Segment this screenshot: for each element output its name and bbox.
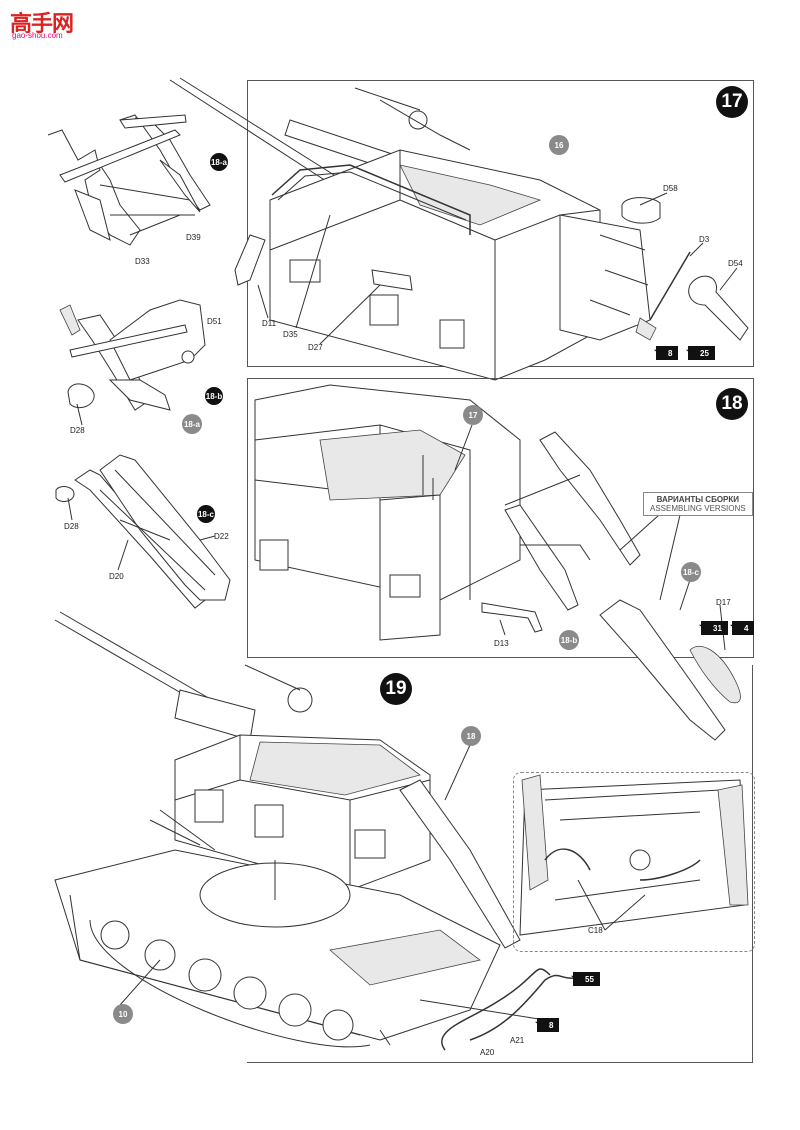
assembling-versions-box: ВАРИАНТЫ СБОРКИ ASSEMBLING VERSIONS bbox=[643, 492, 753, 516]
part-label-a20: A20 bbox=[480, 1048, 495, 1057]
part-label-d22: D22 bbox=[214, 532, 229, 541]
part-label-d54: D54 bbox=[728, 259, 743, 268]
ref-badge-16: 16 bbox=[549, 135, 569, 155]
part-label-d35: D35 bbox=[283, 330, 298, 339]
part-label-d28-top: D28 bbox=[70, 426, 85, 435]
detail-inset bbox=[513, 772, 755, 952]
logo-url: gao-shou.com bbox=[12, 31, 63, 40]
substep-badge-18a: 18-a bbox=[210, 153, 228, 171]
step-19-panel bbox=[247, 665, 753, 1063]
ref-badge-18a: 18-a bbox=[182, 414, 202, 434]
part-label-d58: D58 bbox=[663, 184, 678, 193]
part-label-d3: D3 bbox=[699, 235, 710, 244]
part-label-d39: D39 bbox=[186, 233, 201, 242]
part-label-c18: C18 bbox=[588, 926, 603, 935]
paint-flag-4: 4 bbox=[730, 620, 755, 635]
paint-flag-8-bottom: 8 bbox=[535, 1017, 560, 1032]
step-18-panel bbox=[247, 378, 754, 658]
ref-badge-17: 17 bbox=[463, 405, 483, 425]
ref-badge-10: 10 bbox=[113, 1004, 133, 1024]
variants-title-en: ASSEMBLING VERSIONS bbox=[650, 504, 746, 513]
part-label-d13: D13 bbox=[494, 639, 509, 648]
logo-brand: 高手网 bbox=[10, 12, 74, 37]
part-label-a21: A21 bbox=[510, 1036, 525, 1045]
variants-title-ru: ВАРИАНТЫ СБОРКИ bbox=[656, 495, 740, 504]
step-18-badge: 18 bbox=[716, 388, 748, 420]
paint-flag-25: 25 bbox=[686, 345, 715, 360]
ref-badge-18b: 18-b bbox=[559, 630, 579, 650]
part-label-d51: D51 bbox=[207, 317, 222, 326]
part-label-d11: D11 bbox=[262, 319, 277, 328]
substep-badge-18c: 18-c bbox=[197, 505, 215, 523]
paint-flag-55: 55 bbox=[571, 971, 600, 986]
substep-badge-18b: 18-b bbox=[205, 387, 223, 405]
part-label-d17: D17 bbox=[716, 598, 731, 607]
step-19-badge: 19 bbox=[380, 673, 412, 705]
part-label-d27: D27 bbox=[308, 343, 323, 352]
paint-flag-31: 31 bbox=[699, 620, 728, 635]
ref-badge-18c: 18-c bbox=[681, 562, 701, 582]
ref-badge-18: 18 bbox=[461, 726, 481, 746]
site-logo: 高手网 gao-shou.com bbox=[6, 4, 86, 44]
part-label-d33: D33 bbox=[135, 257, 150, 266]
step-17-badge: 17 bbox=[716, 86, 748, 118]
paint-flag-8: 8 bbox=[654, 345, 679, 360]
part-label-d20: D20 bbox=[109, 572, 124, 581]
part-label-d28-bottom: D28 bbox=[64, 522, 79, 531]
